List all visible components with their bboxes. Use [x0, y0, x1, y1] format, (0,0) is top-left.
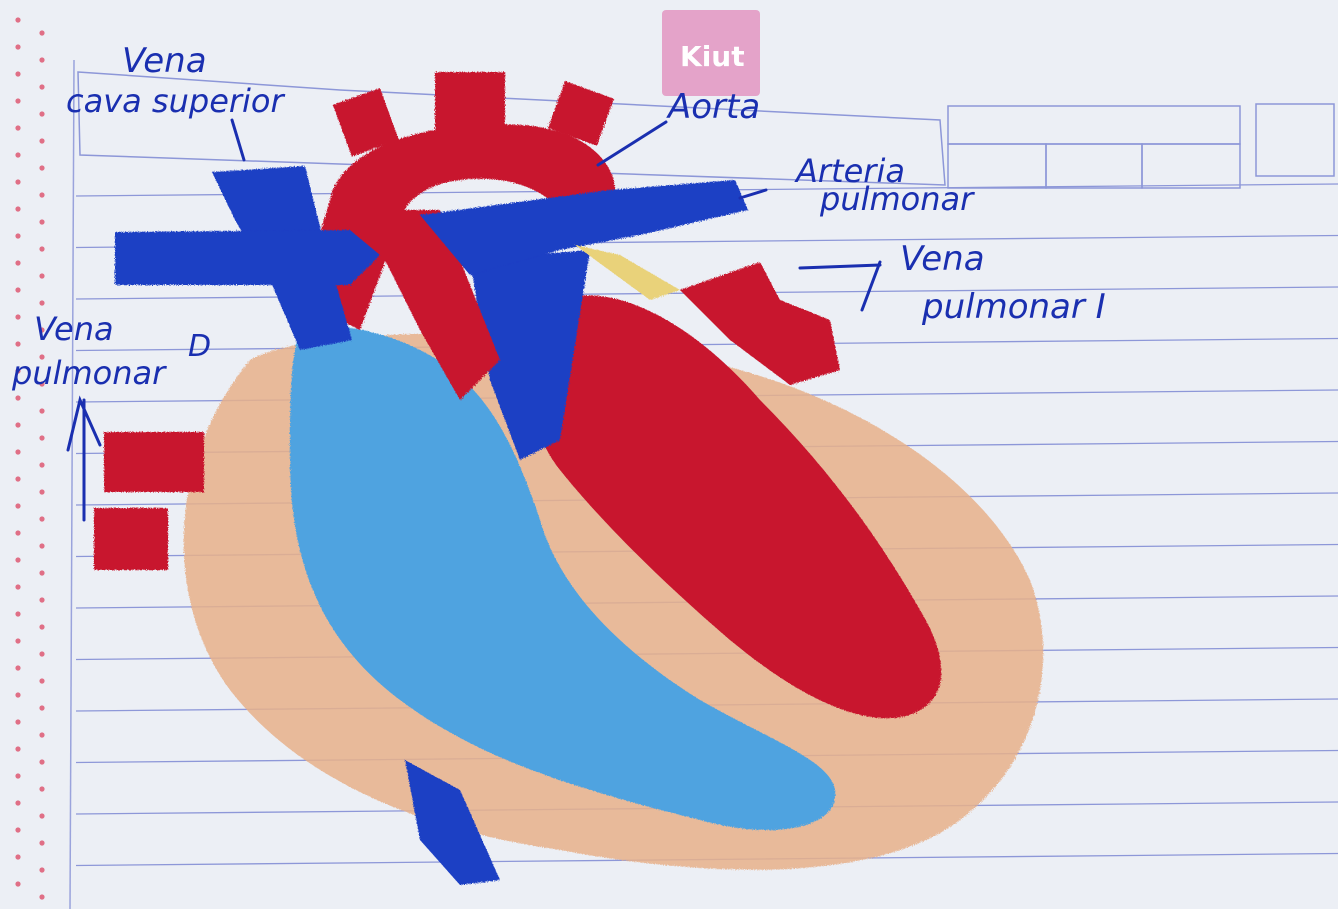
margin-dot [39, 624, 44, 629]
margin-dot [15, 233, 20, 238]
margin-dot [15, 260, 20, 265]
margin-dot [39, 543, 44, 548]
margin-dot [15, 395, 20, 400]
margin-dot [15, 584, 20, 589]
margin-dot [15, 71, 20, 76]
margin-dot [39, 462, 44, 467]
margin-dot [15, 98, 20, 103]
margin-dot [15, 638, 20, 643]
margin-dot [15, 449, 20, 454]
margin-dot [39, 300, 44, 305]
margin-dot [39, 84, 44, 89]
margin-dot [39, 111, 44, 116]
margin-dot [15, 125, 20, 130]
margin-dot [15, 800, 20, 805]
margin-dot [15, 287, 20, 292]
margin-dot [39, 489, 44, 494]
label-vena-pulmonar-i-line1: Vena [900, 239, 985, 279]
margin-dot [15, 611, 20, 616]
margin-dot [39, 516, 44, 521]
margin-dot [15, 530, 20, 535]
margin-dot [39, 813, 44, 818]
margin-dot [15, 503, 20, 508]
margin-dot [39, 705, 44, 710]
label-vena-cava-line2: cava superior [66, 82, 286, 120]
margin-dot [39, 678, 44, 683]
margin-dot [39, 246, 44, 251]
margin-dot [39, 273, 44, 278]
margin-dot [15, 773, 20, 778]
margin-dot [15, 179, 20, 184]
margin-dot [39, 408, 44, 413]
margin-dot [39, 570, 44, 575]
margin-dot [15, 314, 20, 319]
margin-dot [15, 692, 20, 697]
margin-dot [39, 435, 44, 440]
label-vena-pulmonar-d-letter: D [188, 329, 211, 364]
margin-dot [15, 44, 20, 49]
margin-dot [39, 840, 44, 845]
margin-dot [39, 732, 44, 737]
margin-dot [39, 219, 44, 224]
label-vena-pulmonar-d-line2: pulmonar [11, 354, 167, 392]
margin-dot [39, 30, 44, 35]
label-aorta: Aorta [666, 87, 760, 127]
margin-dot [15, 422, 20, 427]
margin-dot [15, 854, 20, 859]
label-vena-pulmonar-i-line2: pulmonar I [921, 287, 1106, 327]
margin-dot [39, 759, 44, 764]
margin-dot [39, 138, 44, 143]
margin-dot [15, 206, 20, 211]
margin-dot [39, 894, 44, 899]
margin-dot [15, 341, 20, 346]
margin-dot [15, 827, 20, 832]
label-arteria-line2: pulmonar [819, 180, 975, 218]
margin-dot [15, 881, 20, 886]
aorta-branch-2 [435, 72, 505, 132]
margin-dot [15, 719, 20, 724]
right-pulmonary-vessel [115, 230, 380, 285]
margin-dot [15, 152, 20, 157]
margin-dot [39, 867, 44, 872]
margin-dot [39, 192, 44, 197]
margin-dot [15, 17, 20, 22]
margin-dot [39, 57, 44, 62]
margin-dot [39, 651, 44, 656]
right-pulmonary-vein-1 [104, 432, 204, 492]
logo-text: Kiut [680, 40, 745, 73]
label-vena-cava-line1: Vena [122, 41, 207, 81]
brand-logo: Kiut [662, 10, 760, 96]
right-pulmonary-vein-2 [94, 508, 168, 570]
margin-dot [15, 665, 20, 670]
margin-dot [15, 557, 20, 562]
label-vena-pulmonar-d-line1: Vena [34, 310, 114, 348]
margin-dot [39, 786, 44, 791]
margin-dot [15, 746, 20, 751]
margin-dot [39, 165, 44, 170]
margin-dot [15, 476, 20, 481]
margin-dot [39, 597, 44, 602]
